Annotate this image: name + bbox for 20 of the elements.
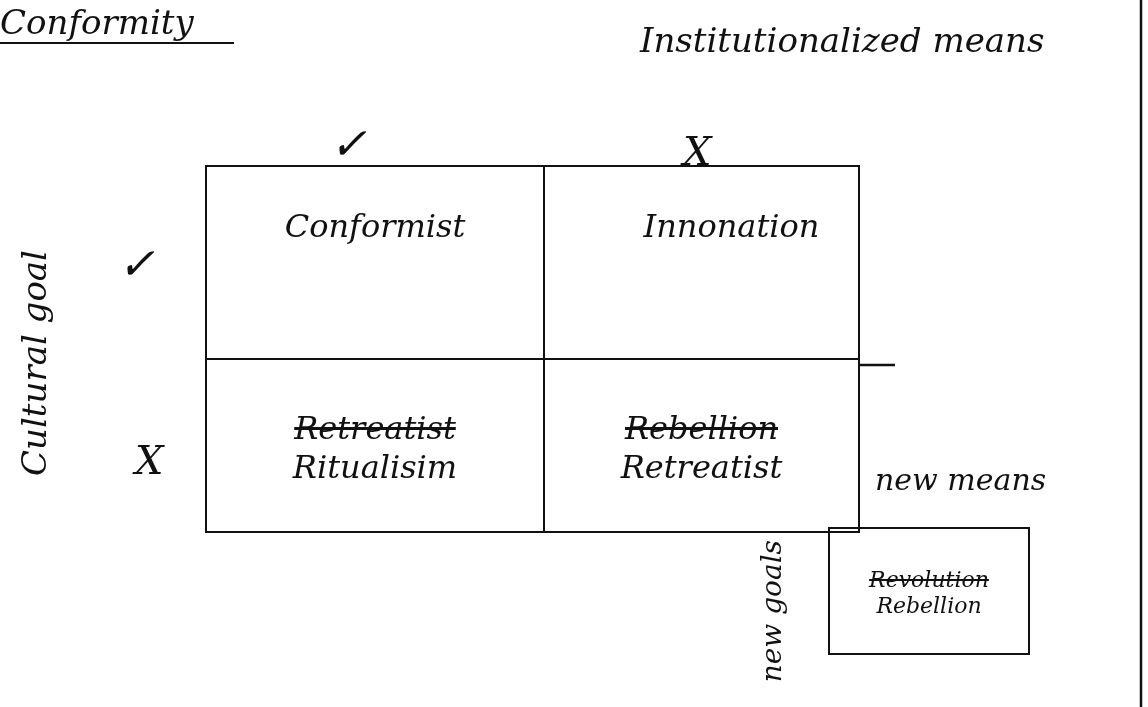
struck-text: Revolution [867,566,990,592]
axis-title: Cultural goal [14,250,54,476]
struck-text: Retreatist [293,409,457,448]
check-mark: ✓ [330,118,367,169]
table-cell [543,358,860,533]
axis-title: new means [875,462,1047,497]
table-cell [543,165,860,360]
outcome-box [828,527,1030,655]
cell-text: Ritualisim [291,447,459,486]
table-cell [205,165,545,360]
cell-text: Conformist [283,207,467,245]
table-cell [205,358,545,533]
cell-text: Rebellion [875,593,983,618]
cell-text: Retreatist [619,447,784,486]
cell-text: Innonation [642,207,821,245]
check-mark: ✓ [118,238,155,289]
axis-title: Institutionalized means [640,20,1045,60]
title: Conformity [0,2,234,44]
struck-text: Rebellion [623,409,779,448]
axis-title: new goals [755,540,788,683]
